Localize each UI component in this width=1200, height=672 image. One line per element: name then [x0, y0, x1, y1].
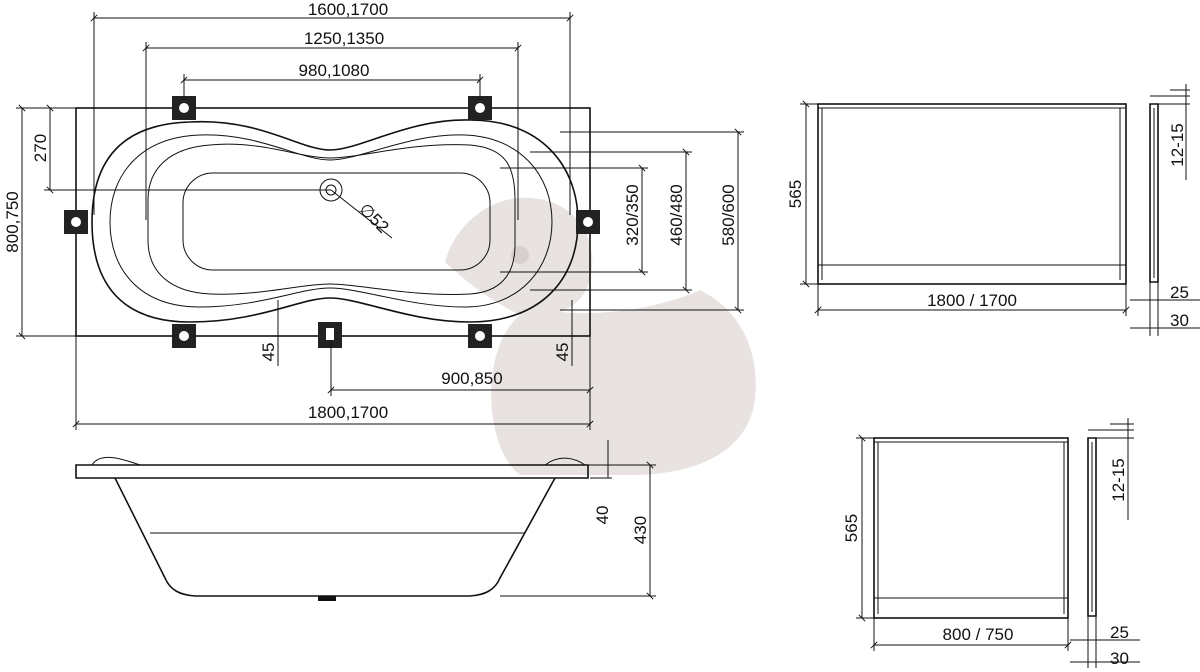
long-panel-face — [817, 103, 1127, 285]
mounting-foot-icon — [64, 210, 88, 234]
long-panel: 565 1800 / 1700 12-15 25 30 — [786, 84, 1200, 336]
dim-drain: ∅52 — [355, 199, 392, 236]
dim-left-width: 800,750 — [3, 191, 22, 252]
long-panel-height: 565 — [786, 180, 805, 208]
short-panel: 565 800 / 750 12-15 25 30 — [842, 418, 1140, 668]
dim-430: 430 — [631, 516, 650, 544]
mounting-foot-icon — [576, 210, 600, 234]
mounting-foot-icon — [468, 324, 492, 348]
dim-580-600: 580/600 — [719, 184, 738, 245]
short-panel-thickness: 12-15 — [1109, 458, 1128, 501]
short-panel-25: 25 — [1110, 623, 1129, 642]
dim-left-270: 270 — [31, 134, 50, 162]
dim-320-350: 320/350 — [623, 184, 642, 245]
tub-rim-middle — [109, 134, 553, 308]
short-panel-30: 30 — [1110, 649, 1129, 668]
dim-40: 40 — [593, 506, 612, 525]
watermark-logo — [445, 197, 756, 475]
short-panel-face — [873, 437, 1069, 619]
short-panel-length: 800 / 750 — [943, 625, 1014, 644]
long-panel-length: 1800 / 1700 — [927, 291, 1017, 310]
long-panel-thickness: 12-15 — [1168, 123, 1187, 166]
tub-side-profile — [114, 477, 556, 597]
short-panel-height: 565 — [842, 514, 861, 542]
side-view: 40 430 — [75, 440, 656, 601]
mounting-foot-icon — [172, 324, 196, 348]
dim-top-outer: 1600,1700 — [308, 0, 388, 19]
dim-900-850: 900,850 — [441, 369, 502, 388]
tub-basin-bottom — [182, 172, 491, 271]
long-panel-30: 30 — [1170, 311, 1189, 330]
dim-45-right: 45 — [553, 343, 572, 362]
dim-460-480: 460/480 — [667, 184, 686, 245]
long-panel-25: 25 — [1170, 283, 1189, 302]
tub-basin-top — [147, 143, 516, 295]
dim-top-inner: 980,1080 — [299, 61, 370, 80]
dim-45-left: 45 — [259, 343, 278, 362]
plan-view: 1600,1700 1250,1350 980,1080 800,750 270… — [3, 0, 744, 430]
dim-top-mid: 1250,1350 — [304, 29, 384, 48]
tub-rim-outer — [91, 119, 579, 323]
dim-bottom-length: 1800,1700 — [308, 403, 388, 422]
faucet-icon — [318, 322, 342, 348]
